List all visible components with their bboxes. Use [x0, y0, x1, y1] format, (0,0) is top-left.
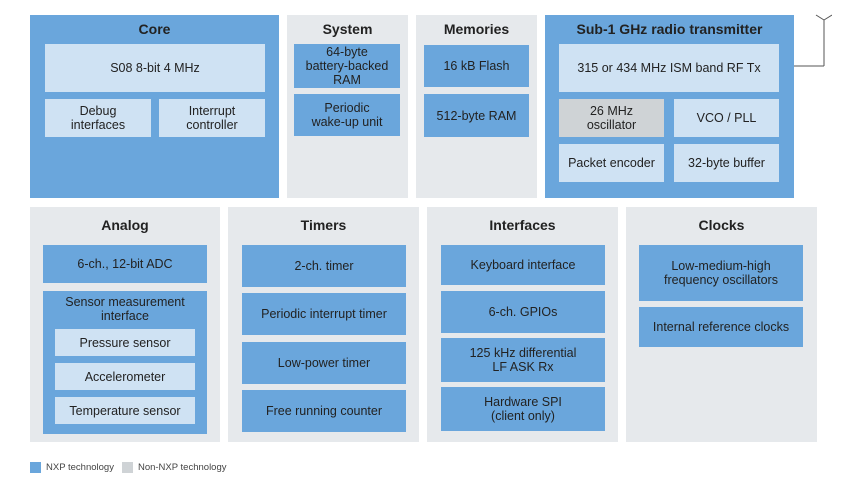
legend-non-nxp-label: Non-NXP technology — [137, 462, 227, 473]
vco-pll-box: VCO / PLL — [674, 99, 779, 137]
oscillators-box: Low-medium-high frequency oscillators — [639, 245, 803, 301]
reference-clocks-box: Internal reference clocks — [639, 307, 803, 347]
radio-title: Sub-1 GHz radio transmitter — [576, 21, 763, 37]
analog-title: Analog — [101, 217, 149, 233]
keyboard-interface-box: Keyboard interface — [441, 245, 605, 285]
memories-section: Memories 16 kB Flash 512-byte RAM — [416, 15, 537, 198]
flash-box: 16 kB Flash — [424, 45, 529, 87]
core-title: Core — [138, 21, 171, 37]
core-section: Core S08 8-bit 4 MHz Debug interfaces In… — [30, 15, 279, 198]
sensor-interface-label: Sensor measurement interface — [65, 295, 185, 323]
analog-section: Analog 6-ch., 12-bit ADC Sensor measurem… — [30, 207, 220, 442]
legend-nxp: NXP technology — [30, 462, 114, 473]
interfaces-title: Interfaces — [489, 217, 556, 233]
hardware-spi-box: Hardware SPI (client only) — [441, 387, 605, 431]
cpu-box: S08 8-bit 4 MHz — [45, 44, 265, 92]
ram-box: 512-byte RAM — [424, 94, 529, 137]
wakeup-unit-box: Periodic wake-up unit — [294, 94, 400, 136]
memories-title: Memories — [443, 21, 510, 37]
temperature-sensor-box: Temperature sensor — [55, 397, 195, 424]
accelerometer-box: Accelerometer — [55, 363, 195, 390]
radio-section: Sub-1 GHz radio transmitter 315 or 434 M… — [545, 15, 794, 198]
legend-non-nxp: Non-NXP technology — [121, 462, 227, 473]
system-section: System 64-byte battery-backed RAM Period… — [287, 15, 408, 198]
adc-box: 6-ch., 12-bit ADC — [43, 245, 207, 283]
legend-nxp-swatch — [30, 462, 41, 473]
timers-title: Timers — [300, 217, 347, 233]
interfaces-section: Interfaces Keyboard interface 6-ch. GPIO… — [427, 207, 618, 442]
legend-nxp-label: NXP technology — [46, 462, 114, 473]
sensor-interface-box: Sensor measurement interface Pressure se… — [43, 291, 207, 434]
debug-interfaces-box: Debug interfaces — [45, 99, 151, 137]
legend-non-nxp-swatch — [121, 462, 133, 473]
rf-tx-box: 315 or 434 MHz ISM band RF Tx — [559, 44, 779, 92]
low-power-timer-box: Low-power timer — [242, 342, 406, 384]
pressure-sensor-box: Pressure sensor — [55, 329, 195, 356]
packet-encoder-box: Packet encoder — [559, 144, 664, 182]
antenna-icon — [794, 14, 832, 67]
two-ch-timer-box: 2-ch. timer — [242, 245, 406, 287]
clocks-title: Clocks — [698, 217, 745, 233]
battery-ram-box: 64-byte battery-backed RAM — [294, 44, 400, 88]
periodic-interrupt-timer-box: Periodic interrupt timer — [242, 293, 406, 335]
interrupt-controller-box: Interrupt controller — [159, 99, 265, 137]
lf-ask-rx-box: 125 kHz differential LF ASK Rx — [441, 338, 605, 382]
free-running-counter-box: Free running counter — [242, 390, 406, 432]
legend: NXP technology Non-NXP technology — [30, 462, 235, 473]
timers-section: Timers 2-ch. timer Periodic interrupt ti… — [228, 207, 419, 442]
system-title: System — [322, 21, 373, 37]
oscillator-box: 26 MHz oscillator — [559, 99, 664, 137]
buffer-box: 32-byte buffer — [674, 144, 779, 182]
clocks-section: Clocks Low-medium-high frequency oscilla… — [626, 207, 817, 442]
gpio-box: 6-ch. GPIOs — [441, 291, 605, 333]
